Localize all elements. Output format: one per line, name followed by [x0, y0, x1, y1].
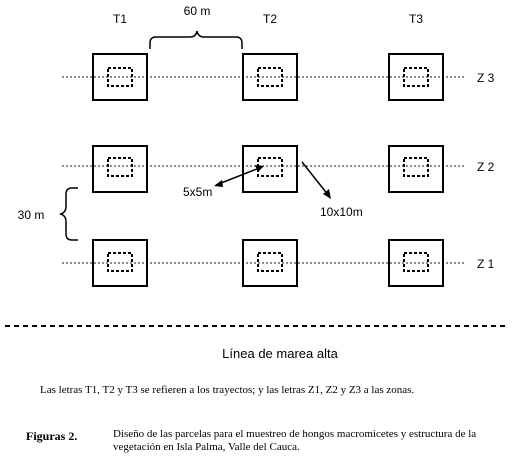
small-plot-size-label: 5x5m — [183, 185, 212, 199]
small-plot — [257, 252, 283, 272]
zone-row-z3: Z 3 — [62, 53, 495, 101]
large-plot — [242, 239, 298, 287]
large-plot-arrow — [301, 161, 330, 197]
legend-note: Las letras T1, T2 y T3 se refieren a los… — [40, 384, 415, 396]
transect-label-t1: T1 — [113, 12, 127, 26]
small-plot — [403, 252, 429, 272]
figure-label: Figuras 2. — [26, 429, 78, 443]
small-plot — [257, 67, 283, 87]
small-plot-arrow-head — [255, 165, 264, 172]
large-plot — [92, 53, 148, 101]
small-plot-arrow-tail-head — [214, 180, 223, 187]
large-plot-arrow-head — [323, 189, 331, 199]
small-plot — [107, 67, 133, 87]
large-plot — [92, 239, 148, 287]
zone-label-z1: Z 1 — [477, 257, 495, 271]
small-plot — [403, 67, 429, 87]
zone-spacing-brace — [59, 187, 78, 241]
transect-label-t2: T2 — [263, 12, 277, 26]
large-plot — [92, 145, 148, 193]
transect-spacing-label: 60 m — [184, 4, 211, 18]
zone-label-z2: Z 2 — [477, 160, 495, 174]
large-plot — [388, 145, 444, 193]
large-plot-size-label: 10x10m — [320, 205, 363, 219]
large-plot — [242, 145, 298, 193]
transect-label-t3: T3 — [409, 12, 423, 26]
large-plot — [242, 53, 298, 101]
zone-label-z3: Z 3 — [477, 71, 495, 85]
small-plot — [107, 252, 133, 272]
zone-row-z2: Z 2 — [62, 145, 495, 193]
figure-caption: Diseño de las parcelas para el muestreo … — [113, 428, 477, 453]
small-plot — [403, 157, 429, 177]
large-plot — [388, 239, 444, 287]
zone-row-z1: Z 1 — [62, 239, 495, 287]
large-plot — [388, 53, 444, 101]
high-tide-label: Línea de marea alta — [222, 346, 338, 361]
small-plot — [107, 157, 133, 177]
transect-spacing-brace — [149, 30, 243, 49]
zone-spacing-label: 30 m — [18, 208, 45, 222]
small-plot-arrow — [215, 166, 263, 186]
